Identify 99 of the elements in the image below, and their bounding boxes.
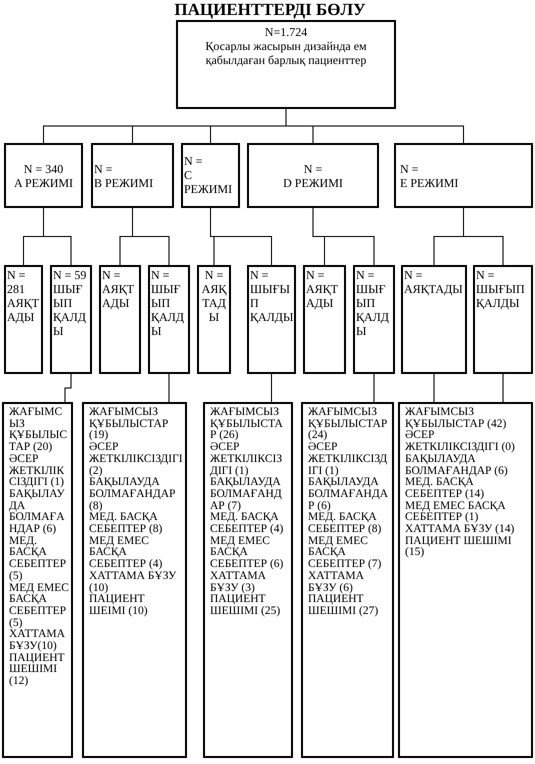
reason-item: ЖАҒЫМСЫЗ ҚҰБЫЛЫСТАР (19) xyxy=(89,407,170,442)
population-box xyxy=(176,20,396,109)
reason-item: ЖАҒЫМСЫЗ ҚҰБЫЛЫСТАР (24) xyxy=(308,407,388,442)
reasons-box xyxy=(2,402,73,758)
count-label: N = xyxy=(404,268,424,282)
reason-item: ПАЦИЕНТ ШЕШІМІ (12) xyxy=(9,652,66,688)
regimen-box xyxy=(4,143,83,208)
reason-item: МЕД. БАСҚА СЕБЕПТЕР (8) xyxy=(308,512,382,536)
status-label: ШЫҒЫП ҚАЛДЫ xyxy=(250,282,294,324)
regimen-label: A РЕЖИМІ xyxy=(12,176,74,190)
reasons-box xyxy=(398,402,533,758)
reason-item: БАҚЫЛАУДА БОЛМАҒАНДАР (6) xyxy=(308,477,389,512)
count-label: N = 281 xyxy=(7,268,26,296)
connector-line xyxy=(463,208,504,266)
reason-item: БАҚЫЛАУДА БОЛМАҒАНДАР (8) xyxy=(89,477,176,512)
status-box xyxy=(99,265,141,374)
reason-item: ЖАҒЫМСЫЗ ҚҰБЫЛЫСТАР (26) xyxy=(210,407,284,442)
regimen-label: B РЕЖИМІ xyxy=(94,176,154,190)
reason-item: БАҚЫЛАУДА БОЛМАҒАНДАР (7) xyxy=(210,477,283,512)
count-label: N=1.724 xyxy=(264,25,308,39)
count-label: N = xyxy=(302,162,324,176)
status-box xyxy=(353,265,395,374)
reason-item: МЕД ЕМЕС БАСҚА СЕБЕПТЕР (4) xyxy=(89,536,164,571)
status-box xyxy=(473,265,533,374)
status-label: АЯҚТАДЫ xyxy=(7,296,40,324)
reason-item: ӘСЕР ЖЕТКІЛІКСІЗДІГІ (1) xyxy=(9,454,66,489)
count-label: N = xyxy=(400,162,420,176)
connector-line xyxy=(286,108,464,144)
reason-item: ХАТТАМА БҰЗУ (14) xyxy=(405,524,516,536)
status-box xyxy=(50,265,92,374)
reason-item: БАҚЫЛАУДА БОЛМАҒАНДАР (6) xyxy=(405,454,509,478)
regimen-label: E РЕЖИМІ xyxy=(400,176,460,190)
regimen-label: C РЕЖИМІ xyxy=(184,168,234,196)
connector-line xyxy=(132,208,170,266)
connector-line xyxy=(43,208,72,266)
count-label: N = 59 xyxy=(53,268,88,282)
reason-item: ӘСЕР ЖЕТКІЛІКСІЗДІГІ (1) xyxy=(308,442,388,477)
reason-item: ПАЦИЕНТ ШЕШІМІ (27) xyxy=(308,594,380,618)
reason-item: ЖАҒЫМСЫЗ ҚҰБЫЛЫСТАР (20) xyxy=(9,407,68,454)
count-label: N = 340 xyxy=(22,162,64,176)
regimen-box xyxy=(181,143,240,208)
status-label: ШЫҒЫП ҚАЛДЫ xyxy=(476,282,526,310)
connector-line xyxy=(64,374,72,402)
status-box xyxy=(303,265,346,374)
reason-item: БАҚЫЛАУДА БОЛМАҒАНДАР (6) xyxy=(9,488,66,536)
reason-item: ХАТТАМА БҰЗУ (3) xyxy=(210,570,267,594)
reason-item: МЕД. БАСҚА СЕБЕПТЕР (5) xyxy=(9,536,68,583)
count-label: N = xyxy=(151,268,170,282)
reasons-box xyxy=(203,402,293,758)
reason-item: ПАЦИЕНТ ШЕІМІ (10) xyxy=(89,594,149,618)
reason-item: ХАТТАМА БҰЗУ (10) xyxy=(89,570,178,594)
reason-item: ӘСЕР ЖЕТКІЛІКСІЗДІГІ (0) xyxy=(405,430,516,454)
reason-item: МЕД. БАСҚА СЕБЕПТЕР (14) xyxy=(405,477,484,501)
reason-item: ЖАҒЫМСЫЗ ҚҰБЫЛЫСТАР (42) xyxy=(405,407,508,430)
connector-line xyxy=(312,208,374,266)
reason-item: МЕД ЕМЕС БАСҚА СЕБЕПТЕР (7) xyxy=(308,536,382,571)
reason-item: МЕД ЕМЕС БАСҚА СЕБЕПТЕР (1) xyxy=(405,500,507,524)
status-label: АЯҚТАДЫ xyxy=(404,282,464,296)
connector-line xyxy=(502,374,504,402)
count-label: N = xyxy=(250,268,270,282)
count-label: N = xyxy=(356,268,376,282)
status-box xyxy=(247,265,296,374)
regimen-box xyxy=(247,143,379,208)
reason-item: ХАТТАМА БҰЗУ (6) xyxy=(308,570,365,594)
regimen-box xyxy=(394,143,533,208)
status-box xyxy=(148,265,190,374)
reasons-box xyxy=(301,402,394,758)
reason-item: ПАЦИЕНТ ШЕШІМІ (25) xyxy=(210,594,282,618)
status-box xyxy=(4,265,43,374)
regimen-box xyxy=(91,143,174,208)
reason-item: МЕД. БАСҚА СЕБЕПТЕР (4) xyxy=(210,512,284,536)
count-label: N = xyxy=(184,154,204,168)
status-label: ШЫҒЫП ҚАЛДЫ xyxy=(53,282,87,338)
count-label: N = xyxy=(94,162,114,176)
count-label: N = xyxy=(476,268,496,282)
reason-item: МЕД. БАСҚА СЕБЕПТЕР (8) xyxy=(89,512,164,536)
regimen-label: D РЕЖИМІ xyxy=(282,176,344,190)
status-label: ШЫҒЫП ҚАЛДЫ xyxy=(356,282,390,338)
status-label: АЯҚТАДЫ xyxy=(306,282,340,310)
reason-item: ӘСЕР ЖЕТКІЛІКСІЗДІГІ (2) xyxy=(89,442,183,478)
reason-item: МЕД ЕМЕС БАСҚА СЕБЕПТЕР (6) xyxy=(210,536,284,571)
reason-item: ПАЦИЕНТ ШЕШІМІ (15) xyxy=(405,536,513,560)
reason-item: ХАТТАМА БҰЗУ(10) xyxy=(9,629,66,653)
count-label: N = xyxy=(102,268,122,282)
reasons-box xyxy=(82,402,187,758)
connector-line xyxy=(168,374,170,402)
chart-title: ПАЦИЕНТТЕРДІ БӨЛУ xyxy=(174,0,366,19)
status-label: ШЫҒЫП ҚАЛДЫ xyxy=(151,282,185,338)
status-box xyxy=(197,265,231,374)
reason-item: ӘСЕР ЖЕТКІЛІКСІЗДІГІ (1) xyxy=(210,442,284,478)
count-label: N = xyxy=(204,268,224,282)
count-label: N = xyxy=(306,268,326,282)
connector-line xyxy=(271,374,272,402)
status-label: АЯҚТАДЫ xyxy=(102,282,136,310)
status-label: АЯҚТАДЫ xyxy=(200,282,228,324)
description-text: Қосарлы жасырын дизайнда ем қабылдаған барлық пациенттер xyxy=(204,39,368,67)
reason-item: МЕД ЕМЕС БАСҚА СЕБЕПТЕР (5) xyxy=(9,582,69,630)
status-box xyxy=(401,265,467,374)
connector-line xyxy=(210,208,272,266)
